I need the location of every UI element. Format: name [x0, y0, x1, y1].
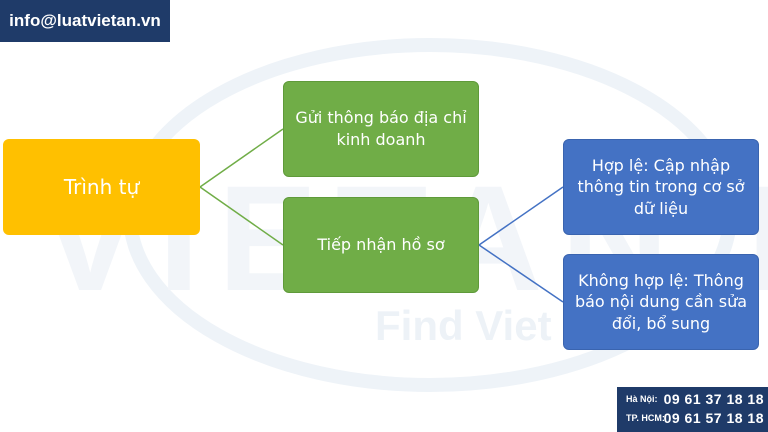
outcome-node-invalid-label: Không hợp lệ: Thông báo nội dung cần sửa…: [574, 270, 748, 333]
email-bar: info@luatvietan.vn: [0, 0, 170, 42]
connector-step-to-outcome-2: [478, 244, 564, 303]
hotline-city: TP. HCM:: [626, 413, 665, 423]
root-node-label: Trình tự: [63, 174, 140, 199]
outcome-node-valid-label: Hợp lệ: Cập nhập thông tin trong cơ sở d…: [577, 155, 745, 218]
hotline-number[interactable]: 09 61 37 18 18: [663, 391, 764, 407]
hotline-box: Hà Nội: 09 61 37 18 18 TP. HCM: 09 61 57…: [617, 387, 768, 432]
outcome-node-valid: Hợp lệ: Cập nhập thông tin trong cơ sở d…: [563, 139, 759, 235]
connector-root-to-step-2: [199, 186, 284, 246]
outcome-node-invalid: Không hợp lệ: Thông báo nội dung cần sửa…: [563, 254, 759, 350]
step-node-2: Tiếp nhận hồ sơ: [283, 197, 479, 293]
hotline-row-hcm: TP. HCM: 09 61 57 18 18: [617, 410, 768, 430]
step-node-2-label: Tiếp nhận hồ sơ: [317, 235, 445, 255]
hotline-row-hanoi: Hà Nội: 09 61 37 18 18: [617, 391, 768, 411]
hotline-number[interactable]: 09 61 57 18 18: [663, 410, 764, 426]
root-node: Trình tự: [3, 139, 200, 235]
step-node-1-label: Gửi thông báo địa chỉ kinh doanh: [295, 108, 467, 149]
email-link[interactable]: info@luatvietan.vn: [9, 11, 161, 30]
step-node-1: Gửi thông báo địa chỉ kinh doanh: [283, 81, 479, 177]
hotline-city: Hà Nội:: [626, 394, 658, 404]
connector-root-to-step-1: [199, 128, 284, 188]
connector-step-to-outcome-1: [478, 186, 564, 246]
